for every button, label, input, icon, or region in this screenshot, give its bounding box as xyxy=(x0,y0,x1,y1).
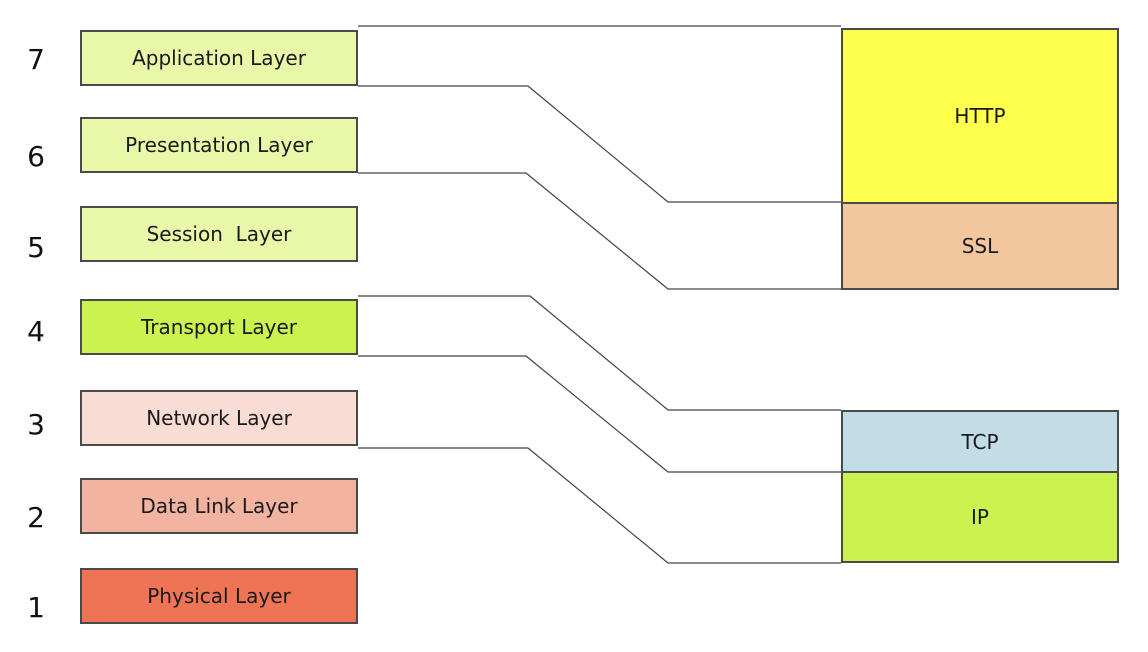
layer-presentation-box: Presentation Layer xyxy=(80,117,358,173)
connector-transport-bottom xyxy=(358,355,841,473)
protocol-http-label: HTTP xyxy=(954,104,1006,128)
layer-number-4: 4 xyxy=(27,315,45,348)
protocol-ip-label: IP xyxy=(971,505,989,529)
layer-physical-label: Physical Layer xyxy=(147,584,291,608)
layer-number-6: 6 xyxy=(27,140,45,173)
layer-network-label: Network Layer xyxy=(146,406,292,430)
layer-session-label: Session Layer xyxy=(146,222,292,246)
layer-session-box: Session Layer xyxy=(80,206,358,262)
connector-presentation-bottom xyxy=(358,172,841,290)
protocol-tcp-box: TCP xyxy=(841,410,1119,473)
layer-number-7: 7 xyxy=(27,43,45,76)
layer-network-box: Network Layer xyxy=(80,390,358,446)
protocol-http-box: HTTP xyxy=(841,28,1119,204)
layer-physical-box: Physical Layer xyxy=(80,568,358,624)
layer-presentation-label: Presentation Layer xyxy=(125,133,313,157)
protocol-ip-box: IP xyxy=(841,471,1119,563)
layer-datalink-label: Data Link Layer xyxy=(140,494,298,518)
layer-transport-box: Transport Layer xyxy=(80,299,358,355)
layer-number-2: 2 xyxy=(27,501,45,534)
layer-number-1: 1 xyxy=(27,591,45,624)
connector-transport-top xyxy=(358,295,841,411)
connector-application-bottom xyxy=(358,85,841,203)
layer-number-5: 5 xyxy=(27,231,45,264)
layer-application-box: Application Layer xyxy=(80,30,358,86)
layer-datalink-box: Data Link Layer xyxy=(80,478,358,534)
layer-transport-label: Transport Layer xyxy=(141,315,297,339)
protocol-ssl-box: SSL xyxy=(841,202,1119,290)
layer-application-label: Application Layer xyxy=(132,46,306,70)
protocol-ssl-label: SSL xyxy=(961,234,999,258)
layer-number-3: 3 xyxy=(27,408,45,441)
protocol-tcp-label: TCP xyxy=(961,429,999,454)
connector-network-bottom xyxy=(358,447,841,564)
